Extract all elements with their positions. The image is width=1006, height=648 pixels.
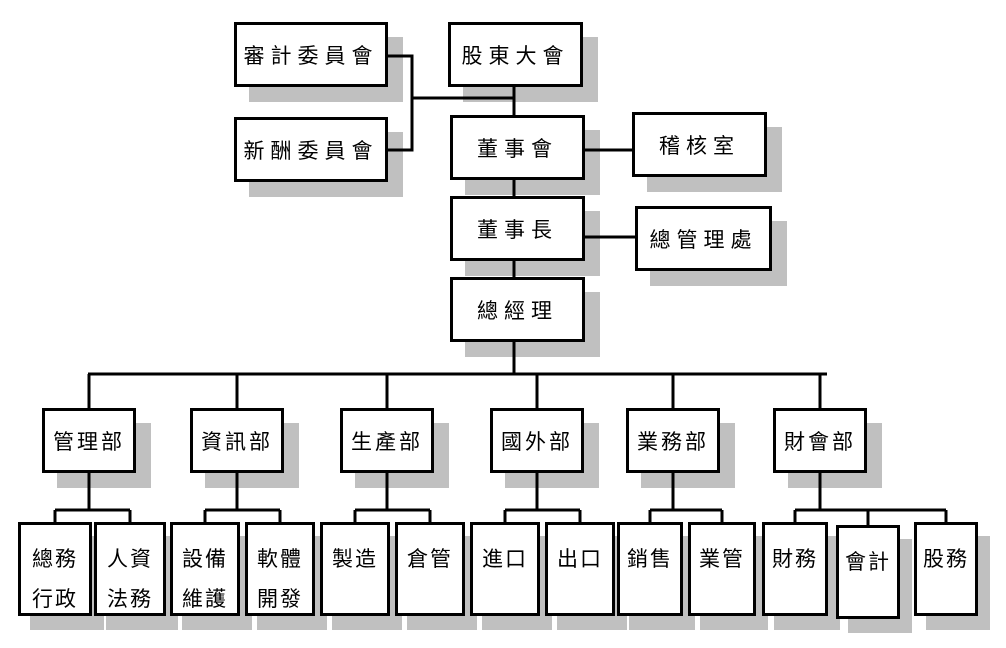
subunit-label: 設備維護 — [182, 547, 228, 611]
shareholders-meeting-label: 股東大會 — [461, 43, 570, 68]
subunit-box: 總務行政 — [18, 522, 92, 616]
audit-committee-box: 審計委員會 — [234, 22, 388, 87]
subunit-box: 軟體開發 — [245, 522, 315, 616]
audit-committee-label: 審計委員會 — [243, 43, 379, 68]
chairman-label: 董事長 — [477, 217, 558, 242]
subunit-box: 倉管 — [395, 522, 465, 616]
department-box: 財會部 — [773, 408, 867, 473]
subunit-label: 軟體開發 — [257, 547, 303, 611]
subunit-box: 出口 — [545, 522, 615, 616]
subunit-box: 設備維護 — [170, 522, 240, 616]
subunit-box: 銷售 — [617, 522, 683, 616]
subunit-label: 會計 — [845, 550, 891, 574]
subunit-box: 人資法務 — [94, 522, 166, 616]
department-box: 管理部 — [42, 408, 136, 473]
department-label: 資訊部 — [201, 429, 273, 454]
department-box: 生產部 — [340, 408, 434, 473]
board-of-directors-label: 董事會 — [477, 136, 558, 161]
subunit-label: 倉管 — [407, 547, 453, 571]
department-box: 資訊部 — [190, 408, 284, 473]
connector-committees — [388, 54, 414, 152]
subunit-label: 總務行政 — [32, 547, 78, 611]
department-box: 業務部 — [626, 408, 720, 473]
subunit-label: 財務 — [772, 547, 818, 571]
subunit-box: 財務 — [762, 522, 828, 616]
subunit-label: 製造 — [332, 547, 378, 571]
subunit-label: 出口 — [557, 547, 603, 571]
department-label: 管理部 — [53, 429, 125, 454]
subunit-label: 銷售 — [627, 547, 673, 571]
board-of-directors-box: 董事會 — [450, 115, 585, 180]
department-label: 財會部 — [784, 429, 856, 454]
general-management-office-box: 總管理處 — [635, 206, 772, 271]
department-label: 業務部 — [637, 429, 709, 454]
compensation-committee-box: 新酬委員會 — [234, 117, 388, 182]
audit-office-label: 稽核室 — [659, 133, 740, 158]
general-management-office-label: 總管理處 — [649, 227, 758, 252]
general-manager-label: 總經理 — [477, 298, 558, 323]
chairman-box: 董事長 — [450, 196, 585, 261]
subunit-label: 業管 — [699, 547, 745, 571]
department-box: 國外部 — [490, 408, 584, 473]
subunit-label: 股務 — [923, 547, 969, 571]
subunit-box: 製造 — [320, 522, 390, 616]
subunit-box: 會計 — [836, 525, 900, 619]
audit-office-box: 稽核室 — [632, 112, 767, 177]
subunit-label: 進口 — [482, 547, 528, 571]
subunit-box: 進口 — [470, 522, 540, 616]
compensation-committee-label: 新酬委員會 — [243, 138, 379, 163]
department-label: 生產部 — [351, 429, 423, 454]
subunit-box: 業管 — [688, 522, 756, 616]
shareholders-meeting-box: 股東大會 — [448, 22, 583, 87]
general-manager-box: 總經理 — [450, 277, 585, 342]
subunit-box: 股務 — [914, 522, 978, 616]
department-label: 國外部 — [501, 429, 573, 454]
subunit-label: 人資法務 — [107, 547, 153, 611]
